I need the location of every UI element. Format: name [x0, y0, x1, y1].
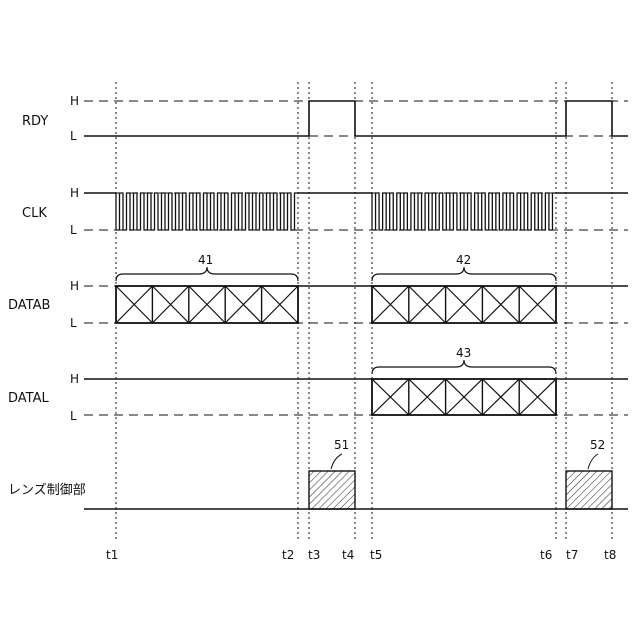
datal-low-label: L [70, 409, 77, 423]
datab-data-block-1 [116, 286, 298, 323]
datal-block-reference: 43 [456, 346, 471, 360]
datab-block-2-reference: 42 [456, 253, 471, 267]
t3-label: t3 [308, 548, 320, 562]
t7-label: t7 [566, 548, 578, 562]
rdy-waveform [84, 101, 628, 136]
t2-label: t2 [282, 548, 294, 562]
t5-label: t5 [370, 548, 382, 562]
clk-high-label: H [70, 186, 79, 200]
clk-signal-label: CLK [22, 206, 47, 221]
lens-controller-timeline [84, 454, 628, 509]
datal-data-block [372, 379, 556, 415]
datab-brace-1 [116, 267, 298, 281]
datab-low-label: L [70, 316, 77, 330]
lens-controller-label: レンズ制御部 [8, 482, 86, 498]
rdy-signal-trace [84, 101, 628, 136]
t4-label: t4 [342, 548, 354, 562]
lens-operation-block-2 [566, 471, 612, 509]
datal-brace [372, 360, 556, 374]
datal-high-label: H [70, 372, 79, 386]
lens-block-2-reference: 52 [590, 438, 605, 452]
lens-operation-block-1 [309, 471, 355, 509]
clk-waveform [84, 193, 628, 230]
t1-label: t1 [106, 548, 118, 562]
datab-waveform [84, 267, 628, 323]
time-gridlines [116, 82, 612, 540]
rdy-high-label: H [70, 94, 79, 108]
datab-brace-2 [372, 267, 556, 281]
rdy-low-label: L [70, 129, 77, 143]
clk-burst-2 [372, 193, 556, 230]
datab-signal-label: DATAB [8, 298, 50, 313]
t8-label: t8 [604, 548, 616, 562]
datal-signal-label: DATAL [8, 391, 49, 406]
clk-low-label: L [70, 223, 77, 237]
datab-high-label: H [70, 279, 79, 293]
datal-waveform [84, 360, 628, 415]
lens-block-2-leader [588, 454, 598, 469]
lens-block-1-reference: 51 [334, 438, 349, 452]
datab-data-block-2 [372, 286, 556, 323]
clk-burst-1 [116, 193, 298, 230]
datab-block-1-reference: 41 [198, 253, 213, 267]
lens-block-1-leader [331, 454, 342, 469]
t6-label: t6 [540, 548, 552, 562]
rdy-signal-label: RDY [22, 114, 48, 129]
